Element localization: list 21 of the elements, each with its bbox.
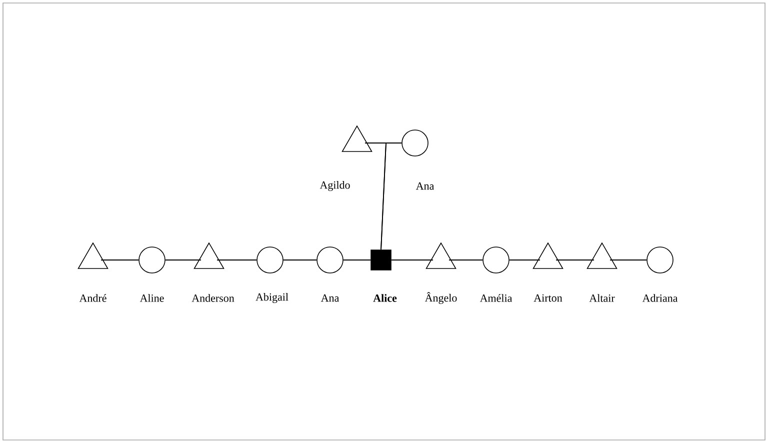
- female-symbol: [256, 246, 284, 274]
- person-name: Abigail: [256, 293, 288, 303]
- person-name: Agildo: [320, 181, 350, 191]
- person-name: André: [79, 294, 106, 302]
- person-name: Ana: [416, 182, 434, 190]
- female-symbol: [316, 246, 344, 274]
- person-name: Airton: [534, 294, 562, 302]
- person-name: Amélia: [480, 294, 512, 302]
- female-symbol: [402, 130, 428, 156]
- line: [380, 142, 402, 250]
- person-name: Alice: [373, 294, 397, 302]
- female-symbol: [138, 246, 166, 274]
- female-symbol: [646, 246, 674, 274]
- person-name: Ângelo: [424, 292, 457, 304]
- female-symbol: [482, 246, 510, 274]
- person-name: Anderson: [192, 294, 234, 302]
- person-name: Altair: [589, 294, 615, 302]
- person-name: Ana: [320, 294, 340, 302]
- proband-symbol: [370, 250, 392, 270]
- person-name: Adriana: [642, 294, 678, 302]
- person-name: Aline: [140, 294, 164, 302]
